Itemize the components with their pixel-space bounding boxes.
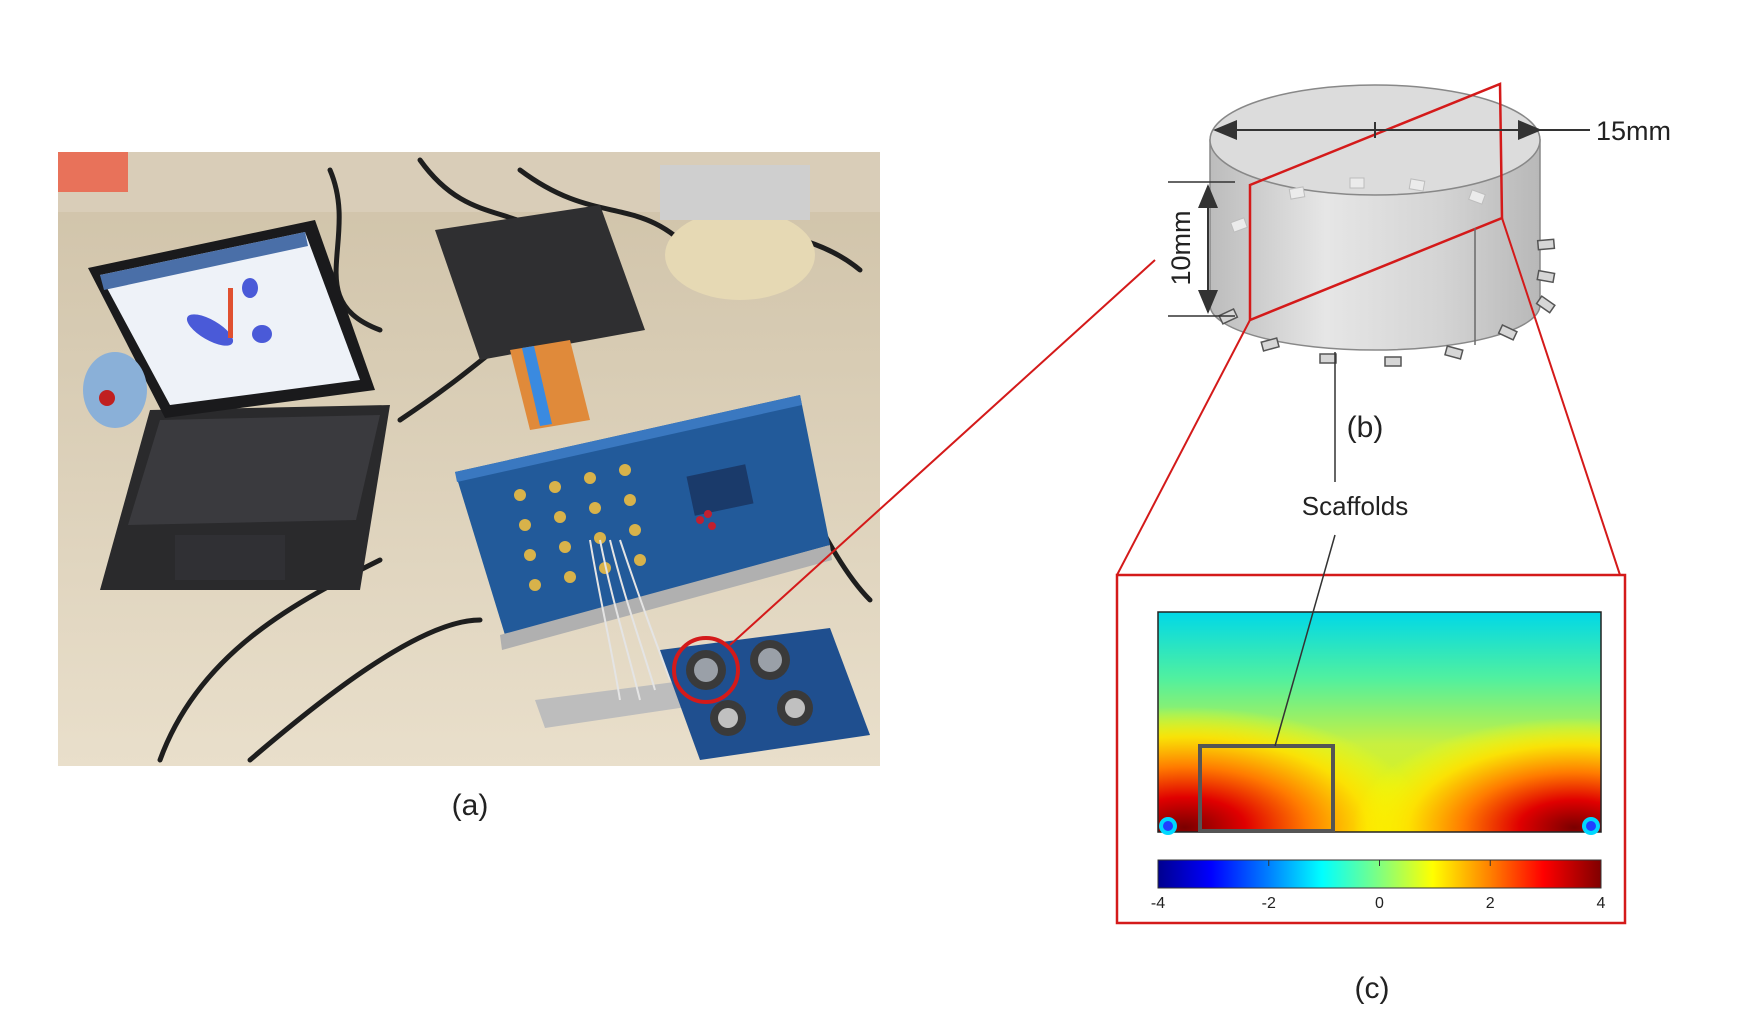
scaffold-box [1198, 744, 1335, 833]
height-label: 10mm [1166, 210, 1196, 285]
scaffold-tabs [1218, 238, 1556, 367]
scaffolds-label: Scaffolds [1302, 491, 1408, 521]
zoom-line [729, 259, 1156, 646]
colorbar-tick-label: -4 [1151, 895, 1165, 912]
colorbar-tick-label: 4 [1597, 895, 1606, 912]
panel-a-photo [58, 152, 880, 766]
panel-a-caption: (a) [452, 789, 489, 822]
panel-b-cylinder [1168, 82, 1590, 482]
main-pcb [455, 395, 832, 650]
sensor-board [660, 628, 870, 760]
colorbar-tick-label: -2 [1262, 895, 1276, 912]
colorbar-tick-label: 0 [1375, 895, 1384, 912]
laptop [88, 220, 390, 590]
colorbar: -4 -2 0 2 4 [1151, 859, 1606, 912]
diameter-label: 15mm [1596, 116, 1671, 146]
colorbar-tick-label: 2 [1486, 895, 1495, 912]
highlight-circle [672, 636, 740, 704]
field-map [1157, 534, 1602, 835]
panel-b-caption: (b) [1347, 411, 1384, 444]
panel-c-caption: (c) [1355, 972, 1390, 1005]
